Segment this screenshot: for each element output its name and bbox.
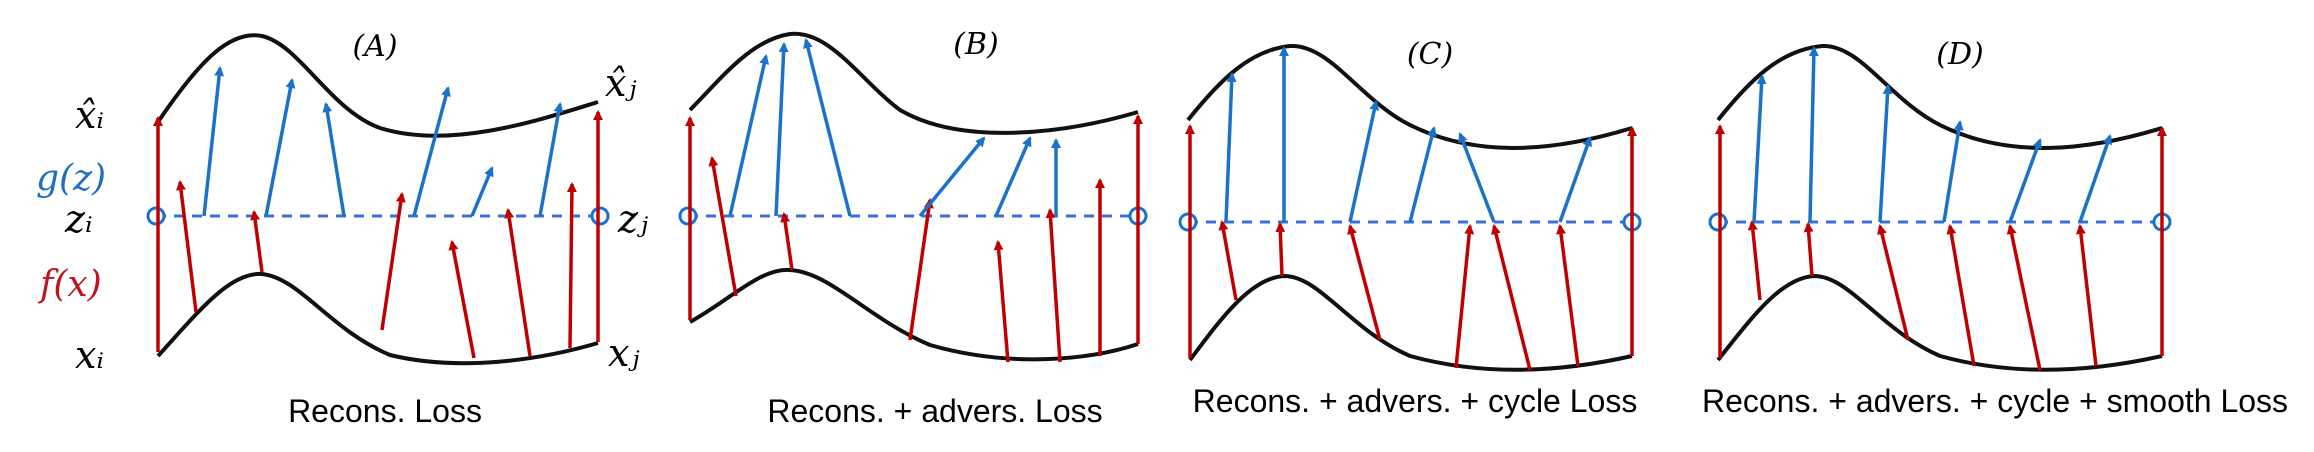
panel-a-z-i-point (146, 206, 166, 226)
panel-c-z-i-point (1178, 212, 1198, 232)
panel-b-encoder-arrows (685, 114, 1143, 363)
panel-d-z-i-point (1708, 212, 1728, 232)
panel-d-encoder-arrows (1715, 124, 2167, 371)
label-x-i: xᵢ (75, 333, 104, 377)
panel-b-label: (B) (953, 27, 998, 62)
panel-b-z-i-point (678, 206, 698, 226)
panel-b: (B) Recons. + advers. Loss (678, 27, 1148, 429)
panel-a-caption: Recons. Loss (288, 393, 482, 429)
panel-a-bottom-curve (156, 271, 599, 366)
label-f-x: f(x) (37, 264, 102, 305)
panel-d-decoder-arrows (1752, 46, 2113, 223)
panel-c-encoder-arrows (1185, 124, 1637, 371)
panel-a-decoder-arrows (202, 66, 564, 217)
label-z-i: zᵢ (64, 197, 93, 241)
label-x-hat-j: x̂ⱼ (605, 61, 636, 105)
panel-c-caption: Recons. + advers. + cycle Loss (1193, 383, 1638, 419)
panel-c-top-curve (1186, 43, 1633, 150)
panel-b-decoder-arrows (728, 38, 1061, 218)
panel-c-bottom-curve (1188, 273, 1633, 372)
panel-a-label: (A) (352, 29, 397, 64)
label-x-hat-i: x̂ᵢ (75, 93, 104, 137)
panel-b-caption: Recons. + advers. Loss (767, 393, 1102, 429)
panel-a-encoder-arrows (153, 110, 603, 359)
panel-a-top-curve (156, 33, 599, 138)
panel-c-decoder-arrows (1224, 46, 1593, 223)
label-x-j: xⱼ (608, 331, 639, 375)
panel-d-bottom-curve (1716, 273, 2163, 372)
panel-d-caption: Recons. + advers. + cycle + smooth Loss (1702, 383, 2288, 419)
panel-d: (D) Recons. + advers. + cycle + smooth L… (1702, 37, 2288, 419)
panel-d-label: (D) (1936, 37, 1983, 72)
panel-a-z-j-point (590, 206, 610, 226)
panel-c: (C) Recons. + advers. + cycle Loss (1178, 37, 1642, 419)
panel-a: (A) Recons. Loss (146, 29, 610, 429)
label-z-j: zⱼ (617, 197, 648, 241)
panel-b-top-curve (688, 31, 1139, 135)
panel-d-top-curve (1716, 43, 2163, 150)
panel-c-label: (C) (1407, 37, 1453, 72)
label-g-z: g(z) (36, 158, 106, 199)
